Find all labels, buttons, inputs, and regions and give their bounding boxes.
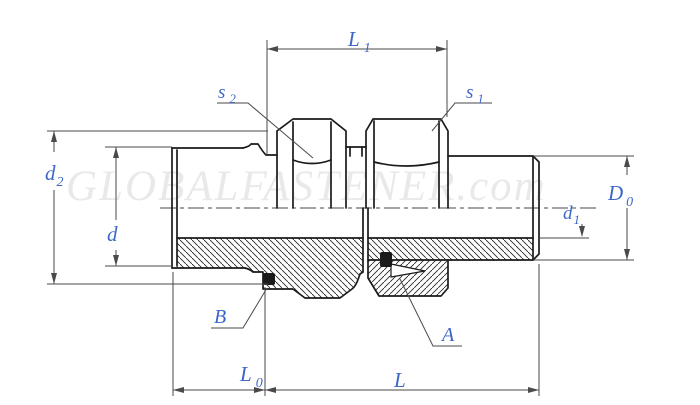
seal-b	[263, 273, 275, 285]
label-B: B	[214, 306, 226, 328]
extension-lines	[47, 40, 634, 396]
leader-s2	[217, 102, 314, 159]
cutting-ring-wedge	[390, 263, 426, 278]
body-section-hatch	[177, 238, 363, 298]
label-d: d	[107, 222, 118, 246]
tube-wall-section-hatch	[368, 238, 533, 260]
seal-a	[380, 252, 392, 267]
nut-section-hatch	[368, 260, 448, 296]
fitting-body-outline	[171, 143, 534, 299]
hex-s1	[365, 118, 449, 209]
leader-a	[399, 278, 462, 347]
tube-outline	[367, 155, 540, 261]
dimension-L0	[173, 387, 265, 393]
label-d1: d1	[563, 203, 580, 227]
dimension-d2	[51, 131, 57, 284]
label-d2: d2	[45, 161, 64, 190]
label-L: L	[393, 368, 406, 392]
nut-section-outline	[367, 259, 449, 297]
dimension-L1	[267, 46, 447, 52]
leader-b	[211, 287, 268, 329]
watermark: GLOBALFASTENER.com	[66, 163, 547, 210]
dimension-D0	[624, 156, 630, 260]
dimension-d	[113, 147, 119, 266]
neck-between-hexes	[345, 146, 367, 157]
label-A: A	[440, 324, 455, 346]
leader-lines	[211, 102, 492, 347]
dimension-L	[265, 387, 539, 393]
dimension-d1	[579, 224, 585, 237]
hex-s2	[276, 118, 347, 209]
leader-s1	[431, 102, 492, 132]
